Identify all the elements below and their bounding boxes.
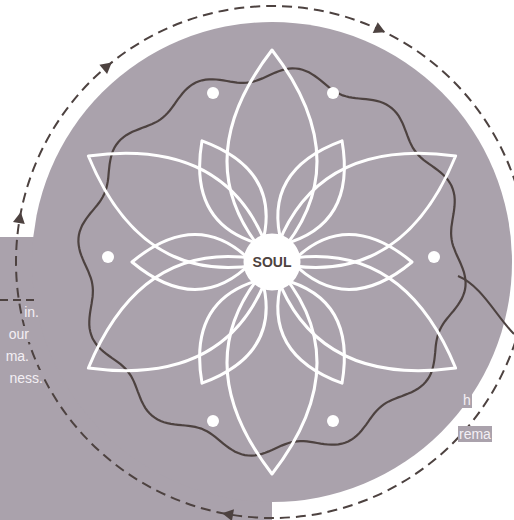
petal <box>227 262 317 474</box>
petal <box>272 153 456 267</box>
lotus-petals <box>88 50 455 474</box>
arrowhead <box>222 509 234 520</box>
side-text: ma. <box>5 348 30 364</box>
soul-disc <box>32 22 512 502</box>
petal <box>200 279 267 383</box>
petal <box>292 235 412 290</box>
lotus-dots <box>102 87 440 427</box>
dot <box>207 87 219 99</box>
side-text: our <box>8 326 30 342</box>
petal <box>278 141 345 245</box>
dot <box>207 415 219 427</box>
cycle-dashed-ring <box>16 6 514 518</box>
petal <box>88 153 272 267</box>
dot <box>327 87 339 99</box>
petal <box>278 279 345 383</box>
cycle-arrowheads <box>13 22 514 520</box>
petal <box>200 141 267 245</box>
center-disc <box>245 235 299 289</box>
petal <box>88 257 272 371</box>
panel-dashed-rule <box>0 299 40 301</box>
dot <box>428 251 440 263</box>
side-text: rema <box>458 426 492 442</box>
center-label: SOUL <box>253 254 292 270</box>
dot <box>327 415 339 427</box>
petal <box>132 235 252 290</box>
petal <box>227 50 317 262</box>
petal <box>272 257 456 371</box>
soul-circle: SOUL <box>246 236 298 288</box>
arrowhead <box>373 22 386 33</box>
leader-line <box>458 276 514 334</box>
side-text: h <box>462 392 472 408</box>
arrowhead <box>99 62 111 74</box>
dot <box>102 251 114 263</box>
side-text: ness. <box>9 370 44 386</box>
side-text: in. <box>23 304 40 320</box>
wavy-ring <box>78 68 465 455</box>
arrowhead <box>13 212 25 224</box>
